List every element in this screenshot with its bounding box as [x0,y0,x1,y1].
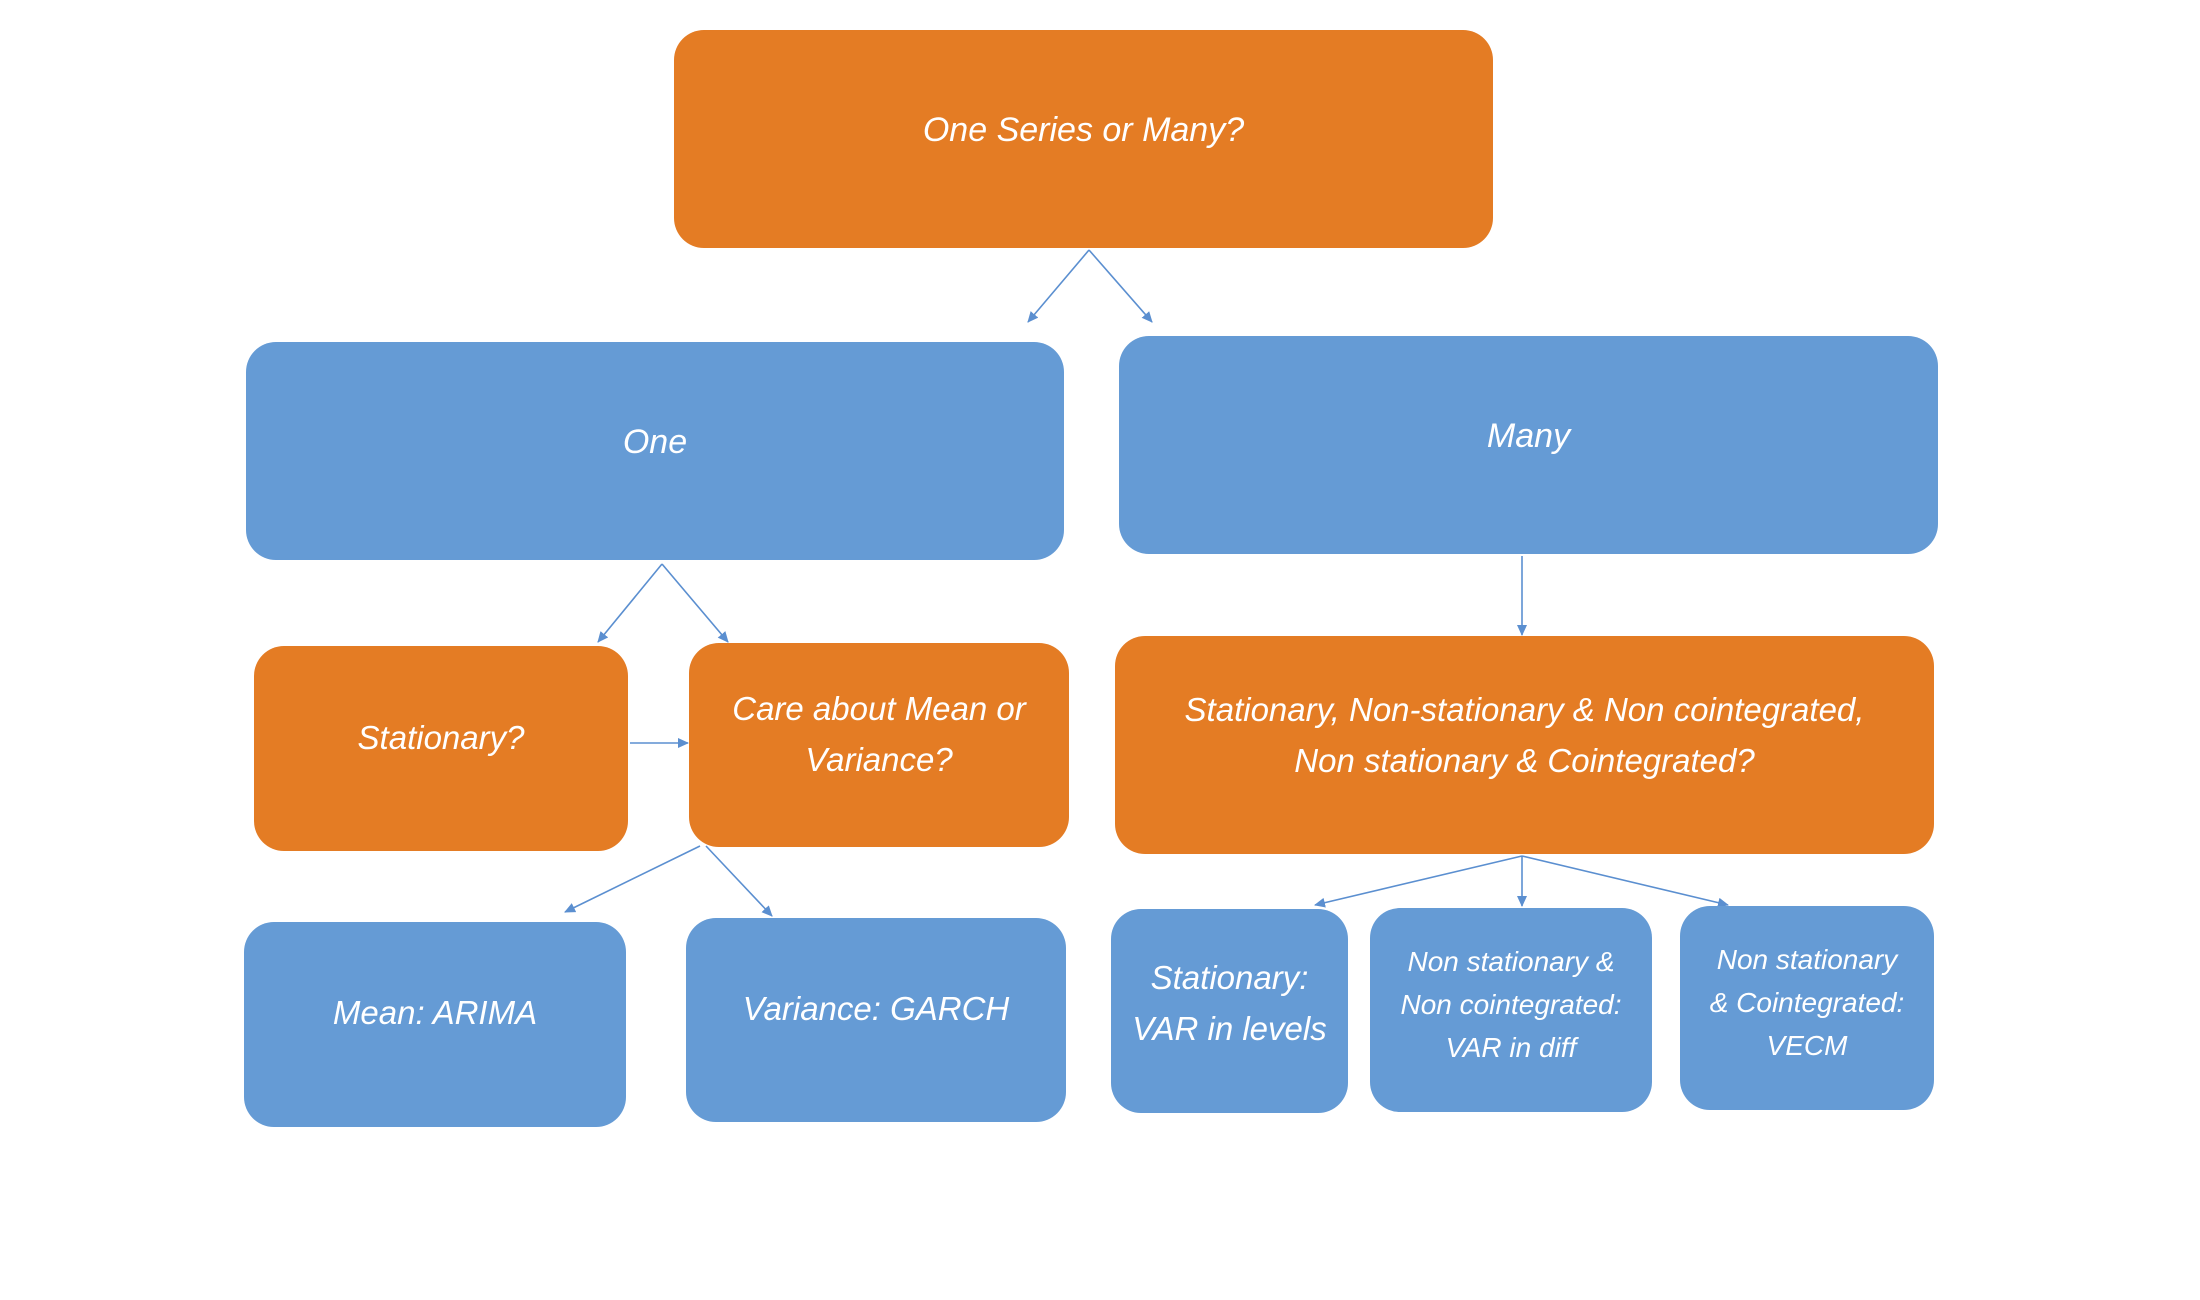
node-one-series-or-many: One Series or Many? [674,30,1493,248]
node-mean-arima: Mean: ARIMA [244,922,626,1127]
node-label: One [622,423,688,461]
node-label: Variance: GARCH [742,990,1010,1027]
node-label-line-1: Non stationary [1716,944,1898,975]
node-label: Mean: ARIMA [332,994,538,1031]
node-var-in-diff: Non stationary & Non cointegrated: VAR i… [1370,908,1652,1112]
node-one: One [246,342,1064,560]
edge-root-to-one [1027,249,1090,323]
edge-one-to-stationary [597,563,663,643]
node-label-line-2: & Cointegrated: [1709,987,1905,1018]
node-label-line-2: Non cointegrated: [1400,989,1622,1020]
node-label: Many [1486,417,1571,455]
edge-one-to-care [661,563,729,643]
edge-root-to-many [1088,249,1153,323]
node-stationary-question: Stationary? [254,646,628,851]
node-vecm: Non stationary & Cointegrated: VECM [1680,906,1934,1110]
node-label-line-3: VECM [1766,1030,1848,1061]
edge-multi-to-var-levels [1314,855,1523,908]
node-label-line-1: Stationary, Non-stationary & Non cointeg… [1184,691,1865,728]
node-label-line-2: Variance? [805,741,953,778]
node-label: One Series or Many? [922,111,1245,149]
edge-care-to-mean [564,845,701,913]
node-label: Stationary? [357,719,525,756]
node-care-mean-or-variance: Care about Mean or Variance? [689,643,1069,847]
node-label-line-2: VAR in levels [1132,1010,1327,1047]
node-many: Many [1119,336,1938,554]
node-label-line-1: Care about Mean or [732,690,1026,727]
node-label-line-1: Non stationary & [1407,946,1615,977]
node-variance-garch: Variance: GARCH [686,918,1066,1122]
edge-care-to-variance [705,845,773,917]
node-label-line-2: Non stationary & Cointegrated? [1294,742,1755,779]
node-label-line-3: VAR in diff [1445,1032,1577,1063]
node-var-in-levels: Stationary: VAR in levels [1111,909,1348,1113]
edge-multi-to-vecm [1521,855,1729,908]
node-stationarity-cointegration-question: Stationary, Non-stationary & Non cointeg… [1115,636,1934,854]
node-label-line-1: Stationary: [1150,959,1309,996]
